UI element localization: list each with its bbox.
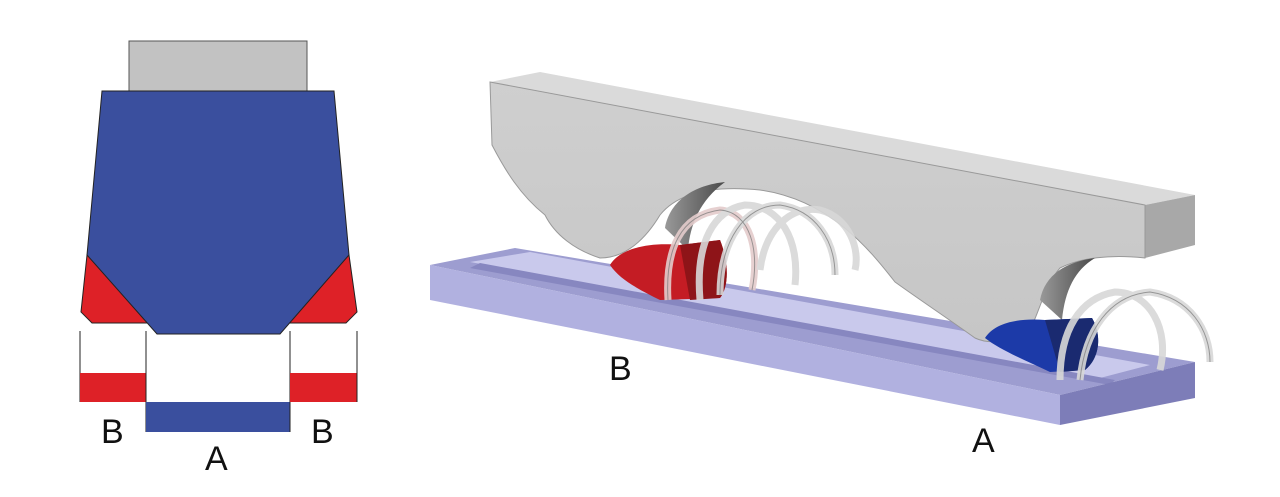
bar-a <box>146 402 290 432</box>
cross-section-view: B A B <box>79 40 358 478</box>
perspective-view: B A <box>430 72 1214 460</box>
label-a-left: A <box>205 440 228 478</box>
label-b-right: B <box>311 413 334 451</box>
label-a-3d: A <box>972 422 995 460</box>
label-b-left: B <box>101 413 124 451</box>
bar-b-left <box>80 373 146 402</box>
label-b-3d: B <box>609 350 632 388</box>
gray-top-block <box>128 40 308 92</box>
bar-b-right <box>290 373 357 402</box>
blue-body <box>86 90 350 335</box>
